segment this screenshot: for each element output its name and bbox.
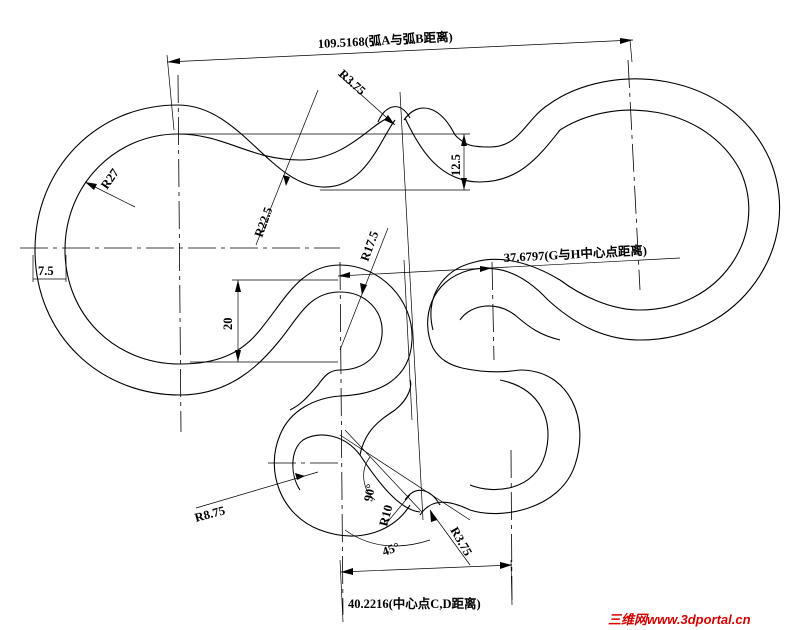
middle-outer-arc [179,264,413,397]
dim-12-5-arrow-top [461,134,467,146]
dimension-lines [32,38,681,623]
dim-20-arrow-top [235,280,241,292]
upper-right-inner [454,104,549,148]
label-r17-5: R17.5 [358,229,382,263]
top-knot-left [377,106,411,123]
angle-ray-2 [344,429,423,513]
dim-r27-arrow [85,182,97,190]
angle-45-arc [344,529,431,547]
dim-cd-arrow-left [341,568,353,575]
label-r27: R27 [98,166,122,192]
label-cd-distance: 40.2216(中心点C,D距离) [348,596,481,611]
dim-r8-75-arrow [295,473,305,480]
d-inner-arc [469,379,549,491]
dim-cd-ext-right [510,559,513,606]
dim-r17-5-arrow [360,283,367,295]
dim-gh-arrow-left [338,272,350,278]
right-inner-arc [559,109,750,311]
label-20: 20 [221,318,235,331]
label-r8-75: R8.75 [193,503,226,525]
dim-cd-line [340,564,513,573]
dim-ab-extension-right [629,39,633,63]
dim-r3-75-bottom-leader [429,509,471,566]
dim-ab-arrow-left [167,58,180,64]
c-link-right [359,379,412,456]
upper-s-outer [177,104,396,188]
dim-r3-75-top-leader [337,73,396,126]
label-ab-distance: 109.5168(弧A与弧B距离) [317,29,453,51]
dim-gh-arrow-right [480,266,492,272]
angle-ray-1 [339,434,471,521]
g-outer-arc [427,267,549,349]
outer-contour [34,78,781,537]
watermark-text: 三维网www.3dportal.cn [608,612,751,627]
dim-ab-arrow-right [620,38,633,44]
dim-20-arrow-bottom [235,350,241,362]
g-inner-lower [459,305,561,341]
label-r22-5: R22.5 [252,205,276,239]
center-line-d-vertical [510,449,513,601]
g-inner-arc [430,258,561,331]
upper-s-inner [177,117,389,161]
right-outer-arc [547,78,781,341]
dim-r22-5-leader [255,89,319,246]
label-7-5: 7.5 [38,264,54,278]
label-45-degree: 45° [380,540,401,559]
middle-inner-arc [179,291,383,396]
g-lower-curve [432,347,521,373]
dim-cd-ext-left [339,559,344,623]
center-line-right-vertical [627,59,641,291]
center-line-g-vertical [491,261,495,361]
top-knot-right [403,107,456,136]
dimension-labels: 109.5168(弧A与弧B距离) R3.75 R27 R22.5 12.5 7… [38,29,647,611]
dim-r3-75-bottom-arrow [430,510,437,522]
d-outer-arc [469,369,581,515]
dim-ab-extension-left [166,54,175,131]
label-gh-distance: 37.6797(G与H中心点距离) [503,243,647,265]
label-r3-75-top: R3.75 [336,67,368,98]
bottom-knot-right [419,501,471,516]
tangent-line-upper [399,91,424,521]
dim-12-5-arrow-bottom [461,178,467,190]
center-line-middle-vertical [339,261,344,616]
c-outer-arc [273,395,411,537]
angle-90-arc [363,456,376,501]
left-inner-arc [64,133,181,365]
c-inner-arc [292,434,421,513]
label-90-degree: 90° [361,483,378,503]
dim-gh-line [337,257,681,277]
dim-r3-75-top-arrow [384,115,395,125]
label-r10: R10 [376,503,395,527]
upper-right-outer [404,117,561,183]
middle-to-c-arc [289,369,341,411]
dim-ab-line [166,39,634,63]
center-lines [20,59,641,616]
label-r3-75-bottom: R3.75 [447,525,475,559]
tangent-line-lower [403,259,413,421]
dim-cd-arrow-right [500,562,512,569]
dim-r10-leader [384,494,411,526]
left-outer-arc [34,104,181,396]
dim-r22-5-arrow [283,175,290,186]
label-12-5: 12.5 [449,154,463,176]
center-line-left-vertical [177,74,182,433]
